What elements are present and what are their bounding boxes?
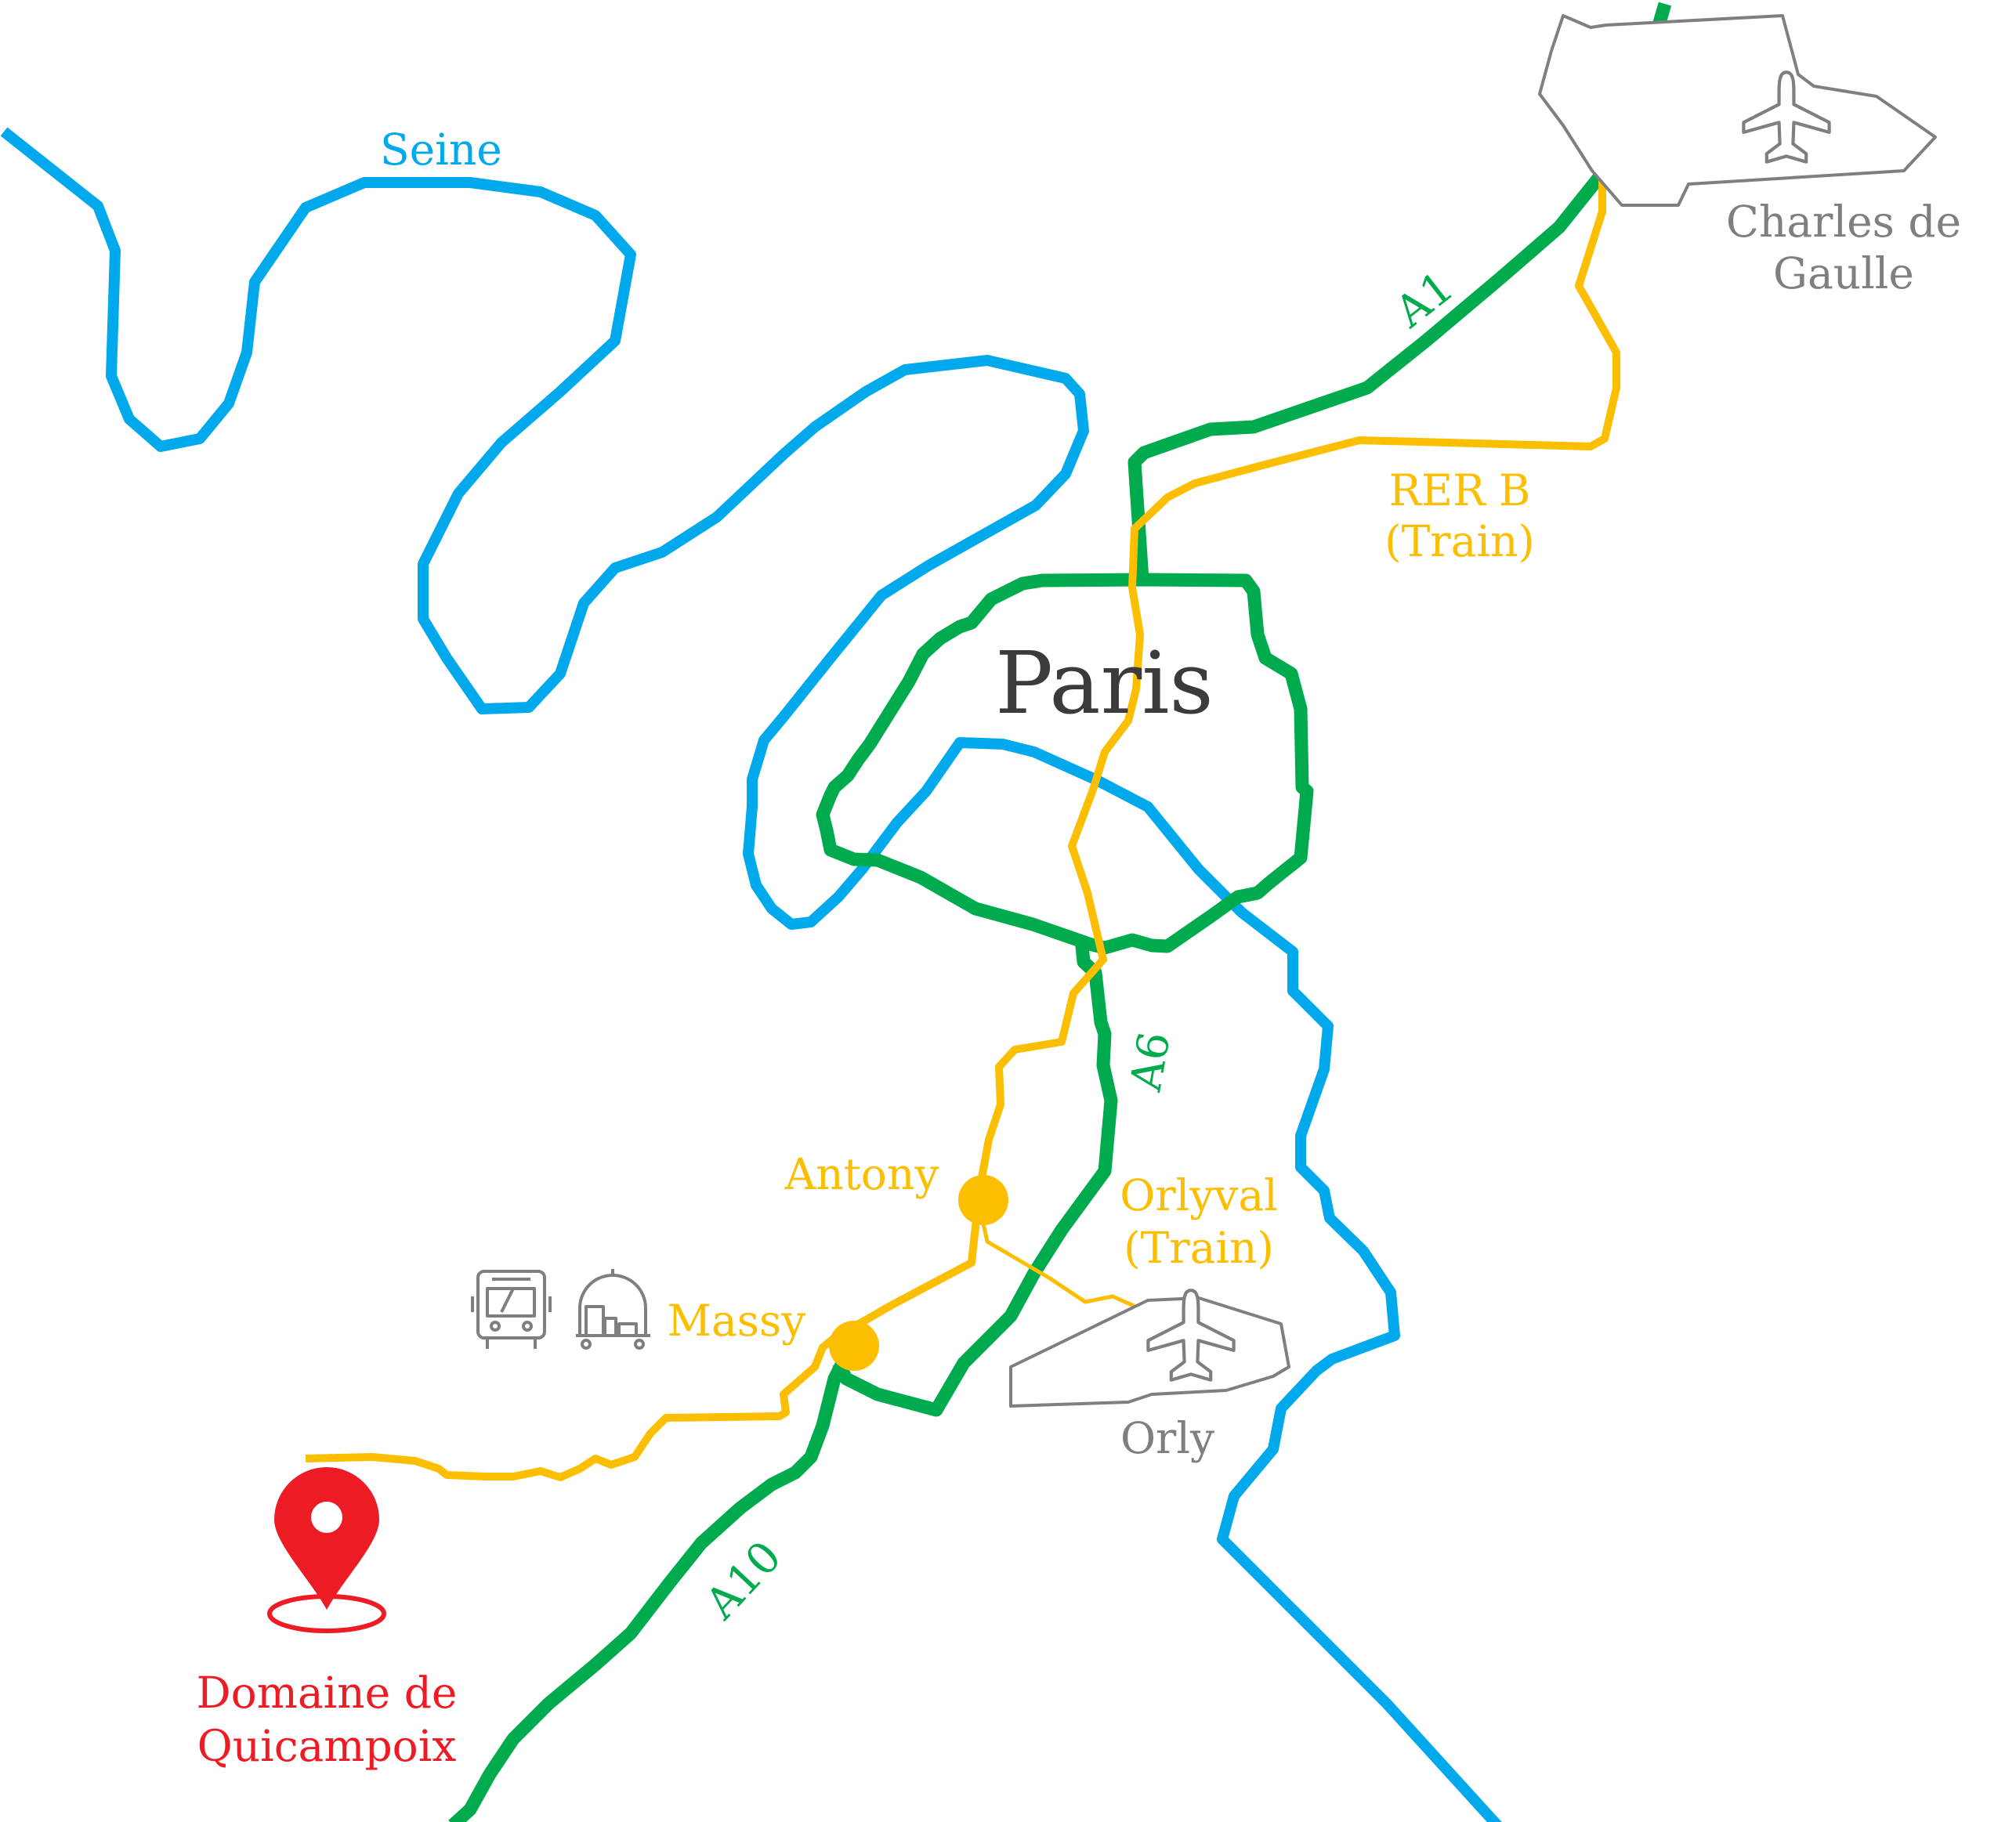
antony-station [958,1175,1008,1225]
venue-label-line2: Quicampoix [197,1721,457,1771]
seine-river [0,127,1502,1822]
orlyval-label-line2: (Train) [1124,1223,1274,1273]
massy-label: Massy [668,1296,806,1346]
airplane-icon [1146,1289,1236,1382]
hotel-service-icon [576,1269,650,1350]
massy-station [829,1321,879,1371]
paris-label: Paris [995,633,1214,733]
orlyval-label-line1: Orlyval [1120,1170,1278,1220]
cdg-label-line1: Charles de [1726,197,1961,247]
rer-b-label-line2: (Train) [1384,516,1535,566]
paris-ring-road [816,573,1314,955]
orly-airport-area [1009,1296,1290,1408]
location-pin-icon [267,1467,386,1633]
rer-b-line [305,85,1751,1481]
cdg-airport-area [1538,14,1937,207]
rer-b-label-line1: RER B [1389,465,1531,515]
a6-highway [832,938,1118,1417]
a6-label: A6 [1120,1028,1180,1096]
a10-label: A10 [695,1531,791,1629]
seine-label: Seine [380,125,502,175]
a10-highway [448,1360,849,1822]
antony-label: Antony [784,1149,939,1199]
orly-label: Orly [1120,1413,1214,1463]
cdg-label-line2: Gaulle [1773,248,1914,298]
venue-label-line1: Domaine de [197,1668,458,1718]
bus-icon [471,1270,552,1349]
airplane-icon [1742,70,1831,164]
